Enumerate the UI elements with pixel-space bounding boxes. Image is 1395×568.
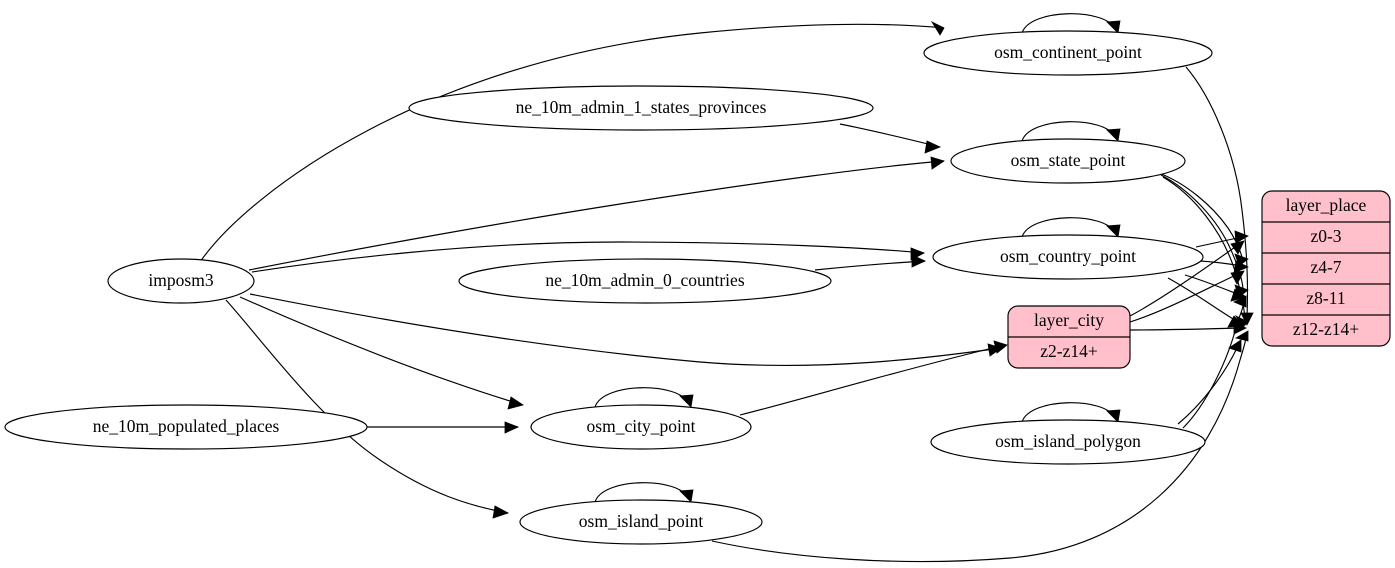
- node-continent-label: osm_continent_point: [994, 42, 1142, 62]
- edge-imposm3-to-continent: [199, 21, 945, 263]
- edge-continent-to-place-z12: [1185, 66, 1254, 326]
- record-layer-place-row-z12-z14[interactable]: z12-z14+: [1293, 319, 1359, 339]
- edge-layer-city-to-place-z4: [1129, 270, 1245, 323]
- edge-state-self-loop: [1021, 121, 1121, 142]
- node-layer: imposm3 ne_10m_admin_1_states_provinces …: [4, 30, 1213, 545]
- node-osm-city-point[interactable]: osm_city_point: [530, 404, 752, 450]
- record-layer-city[interactable]: layer_city z2-z14+: [1007, 305, 1131, 369]
- node-ne-10m-populated-places[interactable]: ne_10m_populated_places: [4, 404, 368, 450]
- edge-ne-places-to-city: [367, 421, 520, 434]
- edge-country-to-place-z0: [1195, 230, 1249, 248]
- record-layer-place-row-z0-3[interactable]: z0-3: [1310, 226, 1341, 246]
- node-ne-10m-admin-0-countries[interactable]: ne_10m_admin_0_countries: [458, 258, 832, 304]
- node-osm-island-polygon[interactable]: osm_island_polygon: [930, 419, 1206, 465]
- edge-island-point-to-place-z12: [711, 330, 1249, 563]
- node-state-label: osm_state_point: [1011, 150, 1126, 170]
- edge-country-self-loop: [1021, 217, 1121, 238]
- edge-city-to-layer-city: [739, 340, 1008, 416]
- node-osm-country-point[interactable]: osm_country_point: [932, 234, 1204, 280]
- record-layer-place-row-z8-11[interactable]: z8-11: [1306, 288, 1345, 308]
- node-imposm3-label: imposm3: [148, 270, 213, 290]
- edge-island-polygon-to-place-z12: [1177, 339, 1242, 425]
- edge-ne-countries-to-country: [814, 254, 926, 271]
- node-ne-countries-label: ne_10m_admin_0_countries: [545, 270, 744, 290]
- edge-island-polygon-self-loop: [1021, 402, 1121, 423]
- edge-island-polygon-to-place-z8: [1182, 295, 1247, 429]
- record-layer-city-row-z2-z14[interactable]: z2-z14+: [1040, 341, 1098, 361]
- edge-country-to-place-z4: [1199, 260, 1249, 274]
- node-osm-island-point[interactable]: osm_island_point: [519, 499, 763, 545]
- record-layer-place-row-z4-7[interactable]: z4-7: [1310, 257, 1341, 277]
- edge-island-point-self-loop: [594, 482, 694, 503]
- node-ne-places-label: ne_10m_populated_places: [93, 416, 280, 436]
- edge-city-self-loop: [594, 387, 694, 408]
- edge-layer-city-to-place-z0: [1129, 240, 1245, 317]
- edge-continent-self-loop: [1021, 13, 1121, 34]
- node-country-label: osm_country_point: [1000, 246, 1136, 266]
- edge-imposm3-to-layer-city: [249, 293, 1002, 366]
- node-island-polygon-label: osm_island_polygon: [995, 431, 1141, 451]
- edge-layer: [199, 13, 1254, 563]
- node-ne-10m-admin-1-states-provinces[interactable]: ne_10m_admin_1_states_provinces: [408, 85, 874, 131]
- node-island-point-label: osm_island_point: [579, 511, 704, 531]
- record-layer-place[interactable]: layer_place z0-3 z4-7 z8-11 z12-z14+: [1261, 190, 1391, 347]
- node-ne-states-label: ne_10m_admin_1_states_provinces: [516, 97, 767, 117]
- node-imposm3[interactable]: imposm3: [107, 258, 255, 304]
- edge-layer-city-to-place-z12: [1129, 322, 1247, 335]
- edge-imposm3-to-state: [248, 156, 945, 271]
- edge-imposm3-to-city: [239, 296, 524, 410]
- edge-imposm3-to-island-point: [225, 299, 510, 519]
- node-city-label: osm_city_point: [587, 416, 696, 436]
- record-layer-place-header: layer_place: [1286, 195, 1367, 215]
- node-osm-continent-point[interactable]: osm_continent_point: [923, 30, 1213, 76]
- edge-ne-states-to-state: [839, 123, 942, 154]
- record-layer: layer_city z2-z14+ layer_place z0-3 z4-7…: [1007, 190, 1391, 369]
- record-layer-city-header: layer_city: [1034, 310, 1104, 330]
- node-osm-state-point[interactable]: osm_state_point: [950, 138, 1186, 184]
